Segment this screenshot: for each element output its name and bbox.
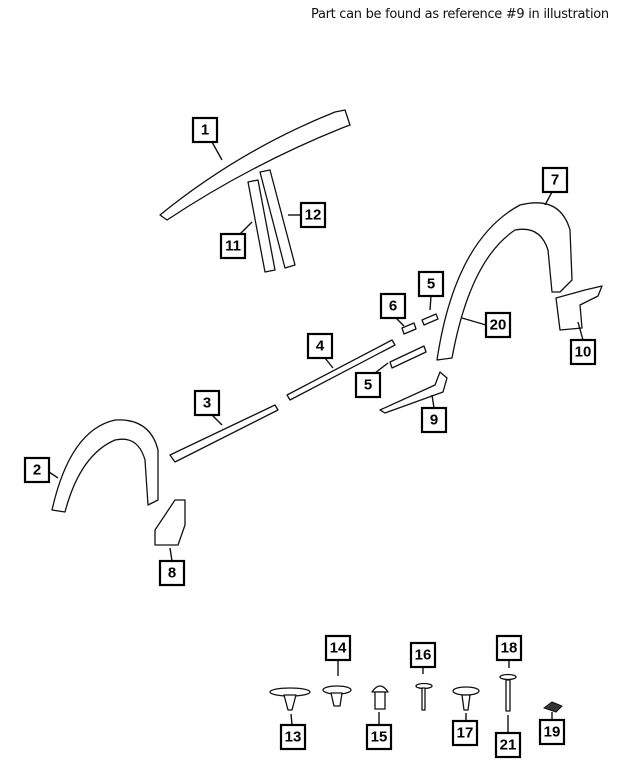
svg-text:19: 19 xyxy=(544,724,561,741)
part-rear-splash-guard[interactable] xyxy=(555,285,603,331)
svg-text:5: 5 xyxy=(364,377,372,394)
svg-text:7: 7 xyxy=(551,172,559,189)
svg-text:15: 15 xyxy=(371,729,388,746)
callout-21[interactable]: 21 xyxy=(494,731,522,759)
part-roof-molding[interactable] xyxy=(159,109,351,221)
callout-13[interactable]: 13 xyxy=(279,723,307,751)
part-front-wheel-flare[interactable] xyxy=(51,419,159,513)
svg-text:8: 8 xyxy=(168,565,176,582)
svg-text:20: 20 xyxy=(490,317,507,334)
part-rear-wheel-flare[interactable] xyxy=(436,202,573,361)
svg-text:16: 16 xyxy=(415,647,432,664)
reference-note: Part can be found as reference #9 in ill… xyxy=(311,7,609,22)
svg-text:3: 3 xyxy=(203,395,211,412)
part-rocker-molding-9[interactable] xyxy=(379,371,448,414)
callout-5-lower[interactable]: 5 xyxy=(354,371,382,399)
svg-text:4: 4 xyxy=(316,338,325,355)
part-door-molding-3[interactable] xyxy=(169,404,279,463)
part-bolt-18[interactable] xyxy=(499,673,517,712)
callout-19[interactable]: 19 xyxy=(538,718,566,746)
callout-9[interactable]: 9 xyxy=(420,406,448,434)
callout-15[interactable]: 15 xyxy=(365,723,393,751)
callout-16[interactable]: 16 xyxy=(409,641,437,669)
callout-17[interactable]: 17 xyxy=(451,719,479,747)
callout-5-upper[interactable]: 5 xyxy=(417,270,445,298)
part-clip-19[interactable] xyxy=(542,701,563,713)
part-clip-14[interactable] xyxy=(322,685,352,707)
svg-text:9: 9 xyxy=(430,412,438,429)
callout-7[interactable]: 7 xyxy=(541,166,569,194)
callout-4[interactable]: 4 xyxy=(306,332,334,360)
part-push-pin-13[interactable] xyxy=(269,687,311,711)
callout-3[interactable]: 3 xyxy=(193,389,221,417)
svg-text:6: 6 xyxy=(389,298,397,315)
part-push-pin-17[interactable] xyxy=(452,686,480,711)
part-molding-5-upper[interactable] xyxy=(421,313,439,326)
svg-text:1: 1 xyxy=(201,122,209,139)
svg-text:18: 18 xyxy=(501,640,518,657)
part-door-molding-4[interactable] xyxy=(286,339,396,401)
svg-text:11: 11 xyxy=(225,238,241,255)
callout-1[interactable]: 1 xyxy=(191,116,219,144)
callout-20[interactable]: 20 xyxy=(484,311,512,339)
svg-text:13: 13 xyxy=(285,729,302,746)
part-pillar-applique-11[interactable] xyxy=(247,179,276,273)
part-pillar-applique-12[interactable] xyxy=(259,169,296,269)
callout-8[interactable]: 8 xyxy=(158,559,186,587)
svg-text:5: 5 xyxy=(427,276,435,293)
leader-lines xyxy=(48,141,584,733)
callout-2[interactable]: 2 xyxy=(23,456,51,484)
svg-text:21: 21 xyxy=(500,737,517,754)
callout-10[interactable]: 10 xyxy=(569,338,597,366)
part-molding-6[interactable] xyxy=(401,322,417,335)
part-grommet-15[interactable] xyxy=(371,685,389,710)
callout-14[interactable]: 14 xyxy=(324,634,352,662)
callout-18[interactable]: 18 xyxy=(495,634,523,662)
svg-text:10: 10 xyxy=(575,344,592,361)
callout-11[interactable]: 11 xyxy=(219,232,247,260)
callout-6[interactable]: 6 xyxy=(379,292,407,320)
svg-text:12: 12 xyxy=(305,207,322,224)
svg-text:14: 14 xyxy=(330,640,347,657)
svg-text:2: 2 xyxy=(33,462,41,479)
part-front-splash-guard[interactable] xyxy=(154,499,186,546)
svg-text:17: 17 xyxy=(457,725,474,742)
part-screw-16[interactable] xyxy=(415,682,433,711)
part-molding-5-lower[interactable] xyxy=(389,345,427,369)
callout-12[interactable]: 12 xyxy=(299,201,327,229)
